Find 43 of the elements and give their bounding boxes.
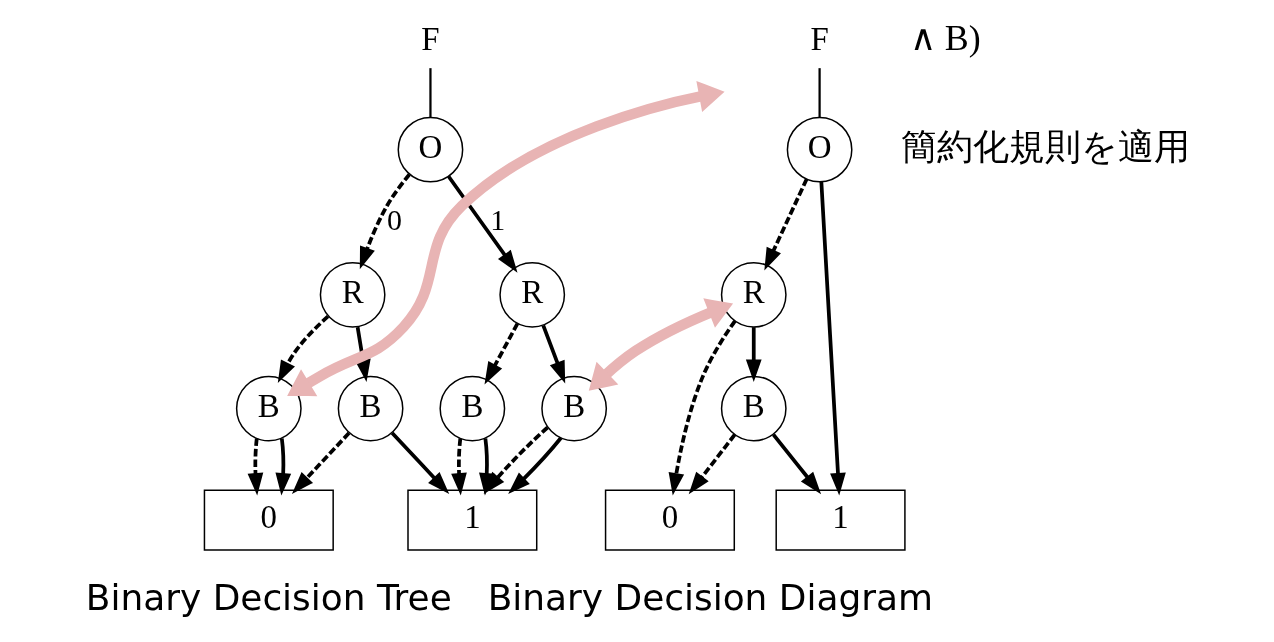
node-circle: O [786,116,853,183]
arrow [277,315,330,384]
connector [818,68,821,118]
arrow [668,319,737,496]
arrow [764,178,809,271]
node-circle: B [235,375,302,442]
node-circle: O [397,116,464,183]
arrow [291,431,351,494]
arrow [247,438,264,496]
arrow [483,426,549,495]
arrow [588,298,734,391]
node-text: F [810,20,829,57]
arrow [541,324,566,384]
node-circle: R [319,261,386,328]
node-circle: B [541,375,608,442]
arrow [287,80,725,397]
arrow [688,433,737,495]
arrow [359,173,411,270]
label: Binary Decision Tree [85,577,452,619]
label: ∧ B) [909,18,981,59]
label: Binary Decision Diagram [487,577,933,619]
arrow [390,431,450,494]
arrow [745,327,762,383]
edge-label: 1 [490,202,506,236]
node-box: 1 [407,489,538,551]
node-box: 1 [775,489,906,551]
arrow [772,433,822,495]
node-text: F [421,20,440,57]
node-box: 0 [203,489,334,551]
connector [429,68,432,118]
arrow [275,438,292,496]
node-circle: R [499,261,566,328]
node-circle: B [439,375,506,442]
arrow [484,322,520,385]
edge-label: 0 [387,202,403,236]
arrow [508,436,563,494]
label: 簡約化規則を適用 [901,125,1191,167]
node-circle: B [720,375,787,442]
arrow [451,438,467,496]
node-box: 0 [604,489,736,551]
node-circle: R [720,261,787,328]
node-circle: B [337,375,404,442]
arrow [819,181,846,496]
